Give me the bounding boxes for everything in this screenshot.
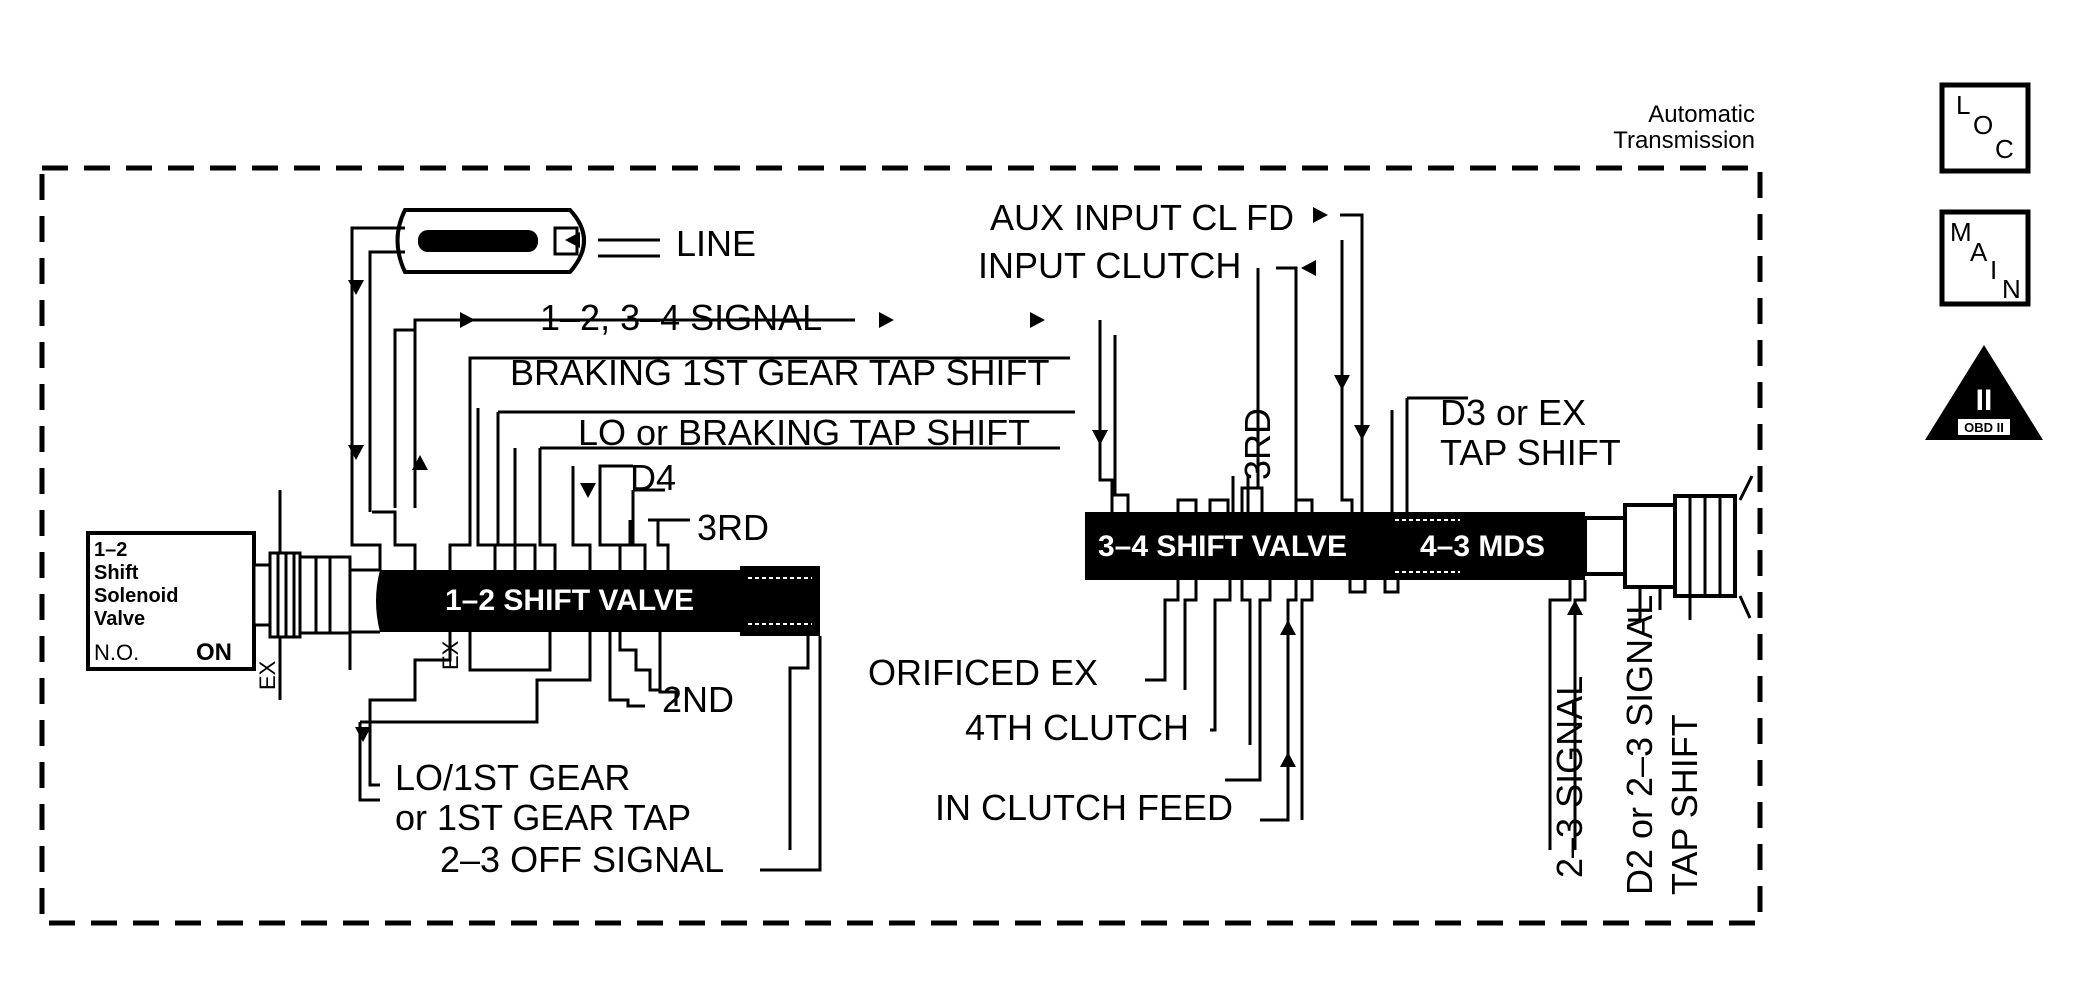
label-input-clutch: INPUT CLUTCH xyxy=(978,245,1241,286)
main-legend-icon[interactable]: M A I N xyxy=(1939,209,2031,307)
transmission-boundary xyxy=(39,165,1763,926)
label-orificed-ex: ORIFICED EX xyxy=(868,652,1098,693)
label-line: LINE xyxy=(676,223,756,264)
label-d2-b: TAP SHIFT xyxy=(1664,714,1705,895)
solenoid-label-4: Valve xyxy=(94,608,145,630)
solenoid-label-2: Shift xyxy=(94,562,139,584)
title-line-1: Automatic xyxy=(1648,101,1755,128)
ex-label-valve: EX xyxy=(438,640,463,670)
label-lo1st-a: LO/1ST GEAR xyxy=(395,757,630,798)
valve-3-4-body xyxy=(1085,475,1754,619)
label-23-signal: 2–3 SIGNAL xyxy=(1549,676,1590,878)
pressure-valve xyxy=(395,208,586,274)
svg-text:OBD II: OBD II xyxy=(1964,420,2004,435)
label-3rd-left: 3RD xyxy=(697,507,769,548)
title-line-2: Transmission xyxy=(1613,127,1755,154)
valve-1-2-label: 1–2 SHIFT VALVE xyxy=(445,584,694,617)
solenoid-state: ON xyxy=(196,639,232,666)
mds-label: 4–3 MDS xyxy=(1420,530,1545,563)
solenoid-valve: 1–2 Shift Solenoid Valve N.O. ON xyxy=(86,490,352,700)
label-lo-braking: LO or BRAKING TAP SHIFT xyxy=(578,412,1030,453)
left-circuit xyxy=(348,226,1075,872)
svg-text:N: N xyxy=(2002,274,2021,304)
solenoid-label-5: N.O. xyxy=(94,640,139,665)
label-d2-a: D2 or 2–3 SIGNAL xyxy=(1619,595,1660,895)
label-23-off: 2–3 OFF SIGNAL xyxy=(440,839,724,880)
ex-label-solenoid: EX xyxy=(255,660,280,690)
label-braking-1st: BRAKING 1ST GEAR TAP SHIFT xyxy=(510,352,1049,393)
valve-3-4-label: 3–4 SHIFT VALVE xyxy=(1098,530,1347,563)
label-3rd-right: 3RD xyxy=(1237,408,1278,480)
svg-text:L: L xyxy=(1956,90,1970,120)
right-circuit xyxy=(1098,213,1692,850)
label-lo1st-b: or 1ST GEAR TAP xyxy=(395,797,691,838)
svg-text:C: C xyxy=(1995,134,2014,164)
label-d3-b: TAP SHIFT xyxy=(1440,432,1621,473)
svg-text:I: I xyxy=(1990,255,1997,285)
label-signal-1234: 1–2, 3–4 SIGNAL xyxy=(540,297,822,338)
svg-text:M: M xyxy=(1950,217,1972,247)
label-4th-clutch: 4TH CLUTCH xyxy=(965,707,1189,748)
flow-arrows-left xyxy=(348,232,1045,742)
label-aux-input: AUX INPUT CL FD xyxy=(990,197,1294,238)
flow-arrows-right xyxy=(1092,207,1583,767)
svg-text:II: II xyxy=(1976,384,1993,417)
solenoid-label-3: Solenoid xyxy=(94,585,178,607)
svg-text:O: O xyxy=(1973,110,1993,140)
label-d3-a: D3 or EX xyxy=(1440,392,1586,433)
label-in-clutch-feed: IN CLUTCH FEED xyxy=(935,787,1233,828)
label-d4: D4 xyxy=(630,457,676,498)
solenoid-label-1: 1–2 xyxy=(94,539,127,561)
obd-ii-legend-icon[interactable]: OBD II II xyxy=(1925,345,2043,440)
loc-legend-icon[interactable]: L O C xyxy=(1939,82,2031,174)
valve-1-2-body xyxy=(350,566,820,636)
svg-text:A: A xyxy=(1970,237,1988,267)
label-2nd: 2ND xyxy=(662,679,734,720)
